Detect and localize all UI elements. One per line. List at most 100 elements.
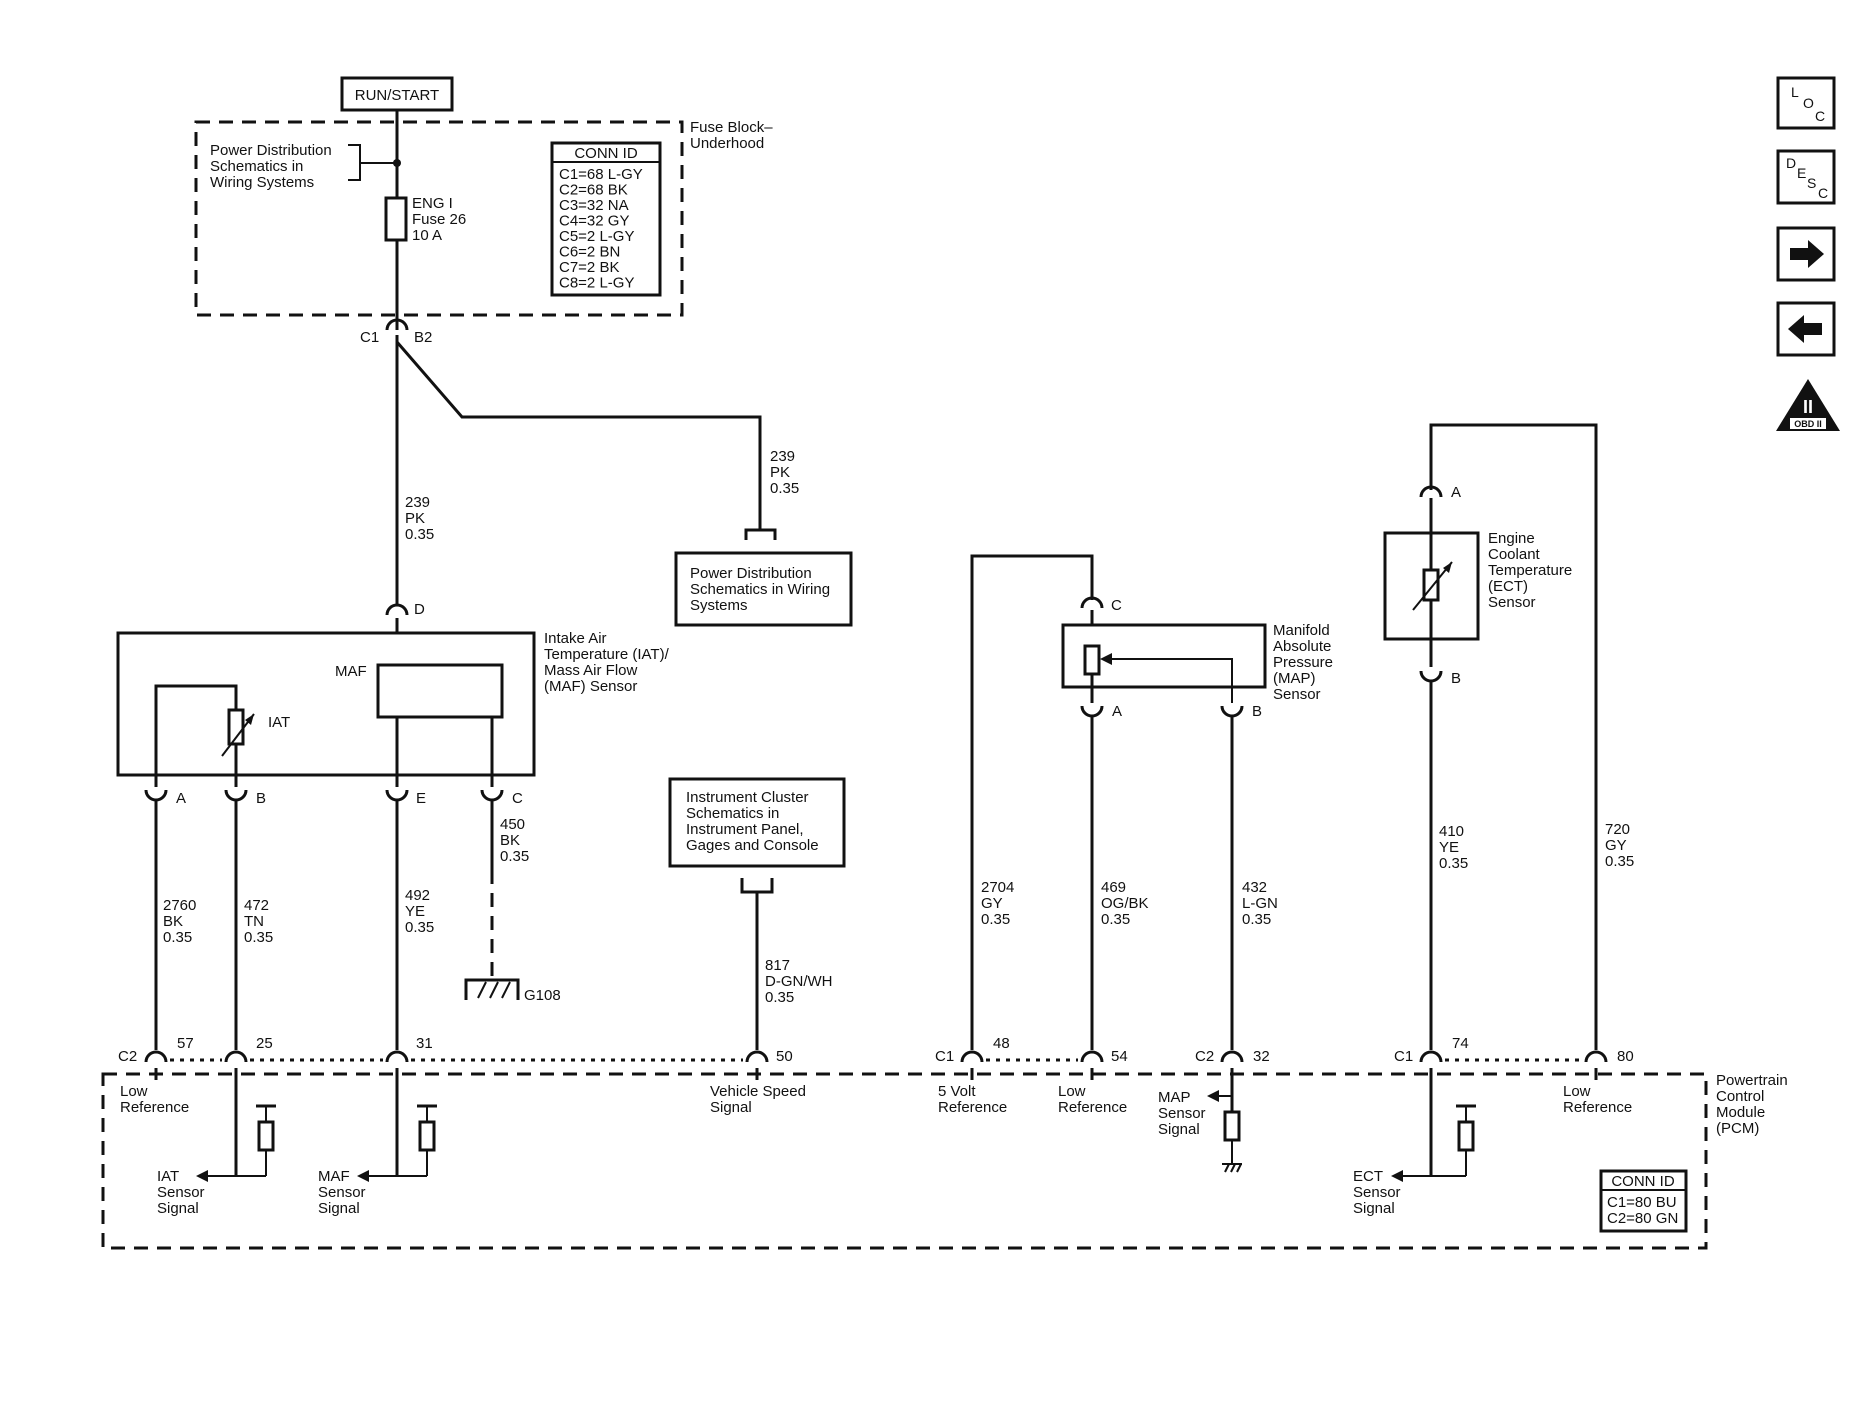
- pcm-ect-sig-l3: Signal: [1353, 1200, 1395, 1217]
- fuse-block-ref-1: Power Distribution: [210, 142, 332, 159]
- map-pin-b-connector: [1220, 705, 1244, 718]
- pcm-conn-id-table: [1599, 1169, 1688, 1233]
- wire-472-circuit: 472: [244, 897, 269, 914]
- fuse-conn-id-row: C5=2 L-GY: [559, 228, 634, 245]
- wire-469-circuit: 469: [1101, 879, 1126, 896]
- wire-239-branch: [395, 341, 762, 530]
- desc-button[interactable]: D E S C: [1776, 149, 1836, 205]
- wire-492-circuit: 492: [405, 887, 430, 904]
- maf-pin-d-connector: [385, 603, 409, 616]
- pcm-map-sig-l3: Signal: [1158, 1121, 1200, 1138]
- ect-sensor-name-3: Temperature: [1488, 562, 1572, 579]
- pcm-vss-l1: Vehicle Speed: [710, 1083, 806, 1100]
- pcm-c2-left-label: C2: [118, 1048, 137, 1065]
- prev-page-button[interactable]: [1776, 301, 1836, 357]
- pcm-maf-sig-l1: MAF: [318, 1168, 350, 1185]
- fuse-icon: [384, 196, 408, 242]
- power-dist-ref-1: Power Distribution: [690, 565, 812, 582]
- pcm-border: [101, 1072, 1708, 1250]
- ref-bracket: [348, 144, 361, 181]
- wire-817-circuit: 817: [765, 957, 790, 974]
- pcm-vref-l2: Reference: [938, 1099, 1007, 1116]
- map-potentiometer-icon: [1083, 644, 1101, 676]
- map-sensor-name-3: Pressure: [1273, 654, 1333, 671]
- ground-g108-label: G108: [524, 987, 561, 1004]
- pcm-low-ref-1-l1: Low: [120, 1083, 148, 1100]
- iat-pullup-circuit: [196, 1068, 276, 1182]
- power-source-label: RUN/START: [355, 87, 439, 104]
- pcm-pin-80: 80: [1617, 1048, 1634, 1065]
- instrument-cluster-2: Schematics in: [686, 805, 779, 822]
- desc-letter-d: D: [1786, 155, 1796, 171]
- fuse-label-1: ENG I: [412, 195, 453, 212]
- pcm-name-2: Control: [1716, 1088, 1764, 1105]
- maf-element-label: MAF: [335, 663, 367, 680]
- maf-pin-b-label: B: [256, 790, 266, 807]
- fuse-label-2: Fuse 26: [412, 211, 466, 228]
- pcm-name-3: Module: [1716, 1104, 1765, 1121]
- pcm-pin-48: 48: [993, 1035, 1010, 1052]
- pcm-conn-id-row-2: C2=80 GN: [1607, 1210, 1678, 1227]
- wire-472-color: TN: [244, 913, 264, 930]
- maf-sensor-name-2: Temperature (IAT)/: [544, 646, 670, 663]
- pcm-vref-l1: 5 Volt: [938, 1083, 976, 1100]
- pcm-iat-sig-l3: Signal: [157, 1200, 199, 1217]
- fuse-conn-id-row: C6=2 BN: [559, 244, 620, 261]
- pcm-name-4: (PCM): [1716, 1120, 1759, 1137]
- power-dist-ref-2: Schematics in Wiring: [690, 581, 830, 598]
- ect-sensor-name-1: Engine: [1488, 530, 1535, 547]
- wire-469-size: 0.35: [1101, 911, 1130, 928]
- obd-ii-icon: II OBD II: [1776, 379, 1840, 431]
- pcm-conn-id-title: CONN ID: [1611, 1173, 1675, 1190]
- pcm-iat-sig-l2: Sensor: [157, 1184, 205, 1201]
- pcm-pin-32: 32: [1253, 1048, 1270, 1065]
- ect-pin-a-connector: [1419, 485, 1443, 498]
- pcm-connector-row: [144, 1050, 1608, 1063]
- pcm-pin-31: 31: [416, 1035, 433, 1052]
- pcm-iat-sig-l1: IAT: [157, 1168, 179, 1185]
- pcm-maf-sig-l3: Signal: [318, 1200, 360, 1217]
- wire-2704-circuit: 2704: [981, 879, 1014, 896]
- instrument-cluster-1: Instrument Cluster: [686, 789, 809, 806]
- wire-2760-circuit: 2760: [163, 897, 196, 914]
- wire-239-color: PK: [405, 510, 425, 527]
- desc-letter-s: S: [1807, 175, 1816, 191]
- fuse-conn-id-row: C7=2 BK: [559, 259, 619, 276]
- loc-button[interactable]: L O C: [1776, 76, 1836, 130]
- iat-element-label: IAT: [268, 714, 290, 731]
- arrow-left-icon: [1788, 315, 1822, 343]
- connector-c1-b2: [385, 318, 409, 331]
- map-pin-a-connector: [1080, 705, 1104, 718]
- wire-472-size: 0.35: [244, 929, 273, 946]
- cluster-connector: [740, 878, 774, 894]
- wire-450-circuit: 450: [500, 816, 525, 833]
- map-sensor-name-5: Sensor: [1273, 686, 1321, 703]
- fuse-label-3: 10 A: [412, 227, 442, 244]
- ect-pin-b-connector: [1419, 670, 1443, 683]
- wire-2760-color: BK: [163, 913, 183, 930]
- fuse-conn-id-row: C4=32 GY: [559, 213, 629, 230]
- wire-492-color: YE: [405, 903, 425, 920]
- fuse-block-title-2: Underhood: [690, 135, 764, 152]
- maf-element: [376, 663, 504, 719]
- pcm-low-ref-3-l2: Reference: [1563, 1099, 1632, 1116]
- maf-pullup-circuit: [357, 1068, 437, 1182]
- splice-dot: [393, 159, 401, 167]
- desc-letter-c: C: [1818, 185, 1828, 201]
- ect-sensor-name-4: (ECT): [1488, 578, 1528, 595]
- next-page-button[interactable]: [1776, 226, 1836, 282]
- fuse-conn-id-row: C3=32 NA: [559, 197, 629, 214]
- maf-pin-a-label: A: [176, 790, 186, 807]
- instrument-cluster-box: [668, 777, 846, 868]
- instrument-cluster-3: Instrument Panel,: [686, 821, 804, 838]
- wire-239b-color: PK: [770, 464, 790, 481]
- fuse-conn-id-row: C8=2 L-GY: [559, 275, 634, 292]
- wire-469-color: OG/BK: [1101, 895, 1149, 912]
- power-dist-ref-3: Systems: [690, 597, 748, 614]
- wire-410-circuit: 410: [1439, 823, 1464, 840]
- wire-450-size: 0.35: [500, 848, 529, 865]
- fuse-block-border: [194, 120, 684, 317]
- wire-720-size: 0.35: [1605, 853, 1634, 870]
- fuse-conn-id-row: C2=68 BK: [559, 182, 628, 199]
- maf-sensor-name-3: Mass Air Flow: [544, 662, 638, 679]
